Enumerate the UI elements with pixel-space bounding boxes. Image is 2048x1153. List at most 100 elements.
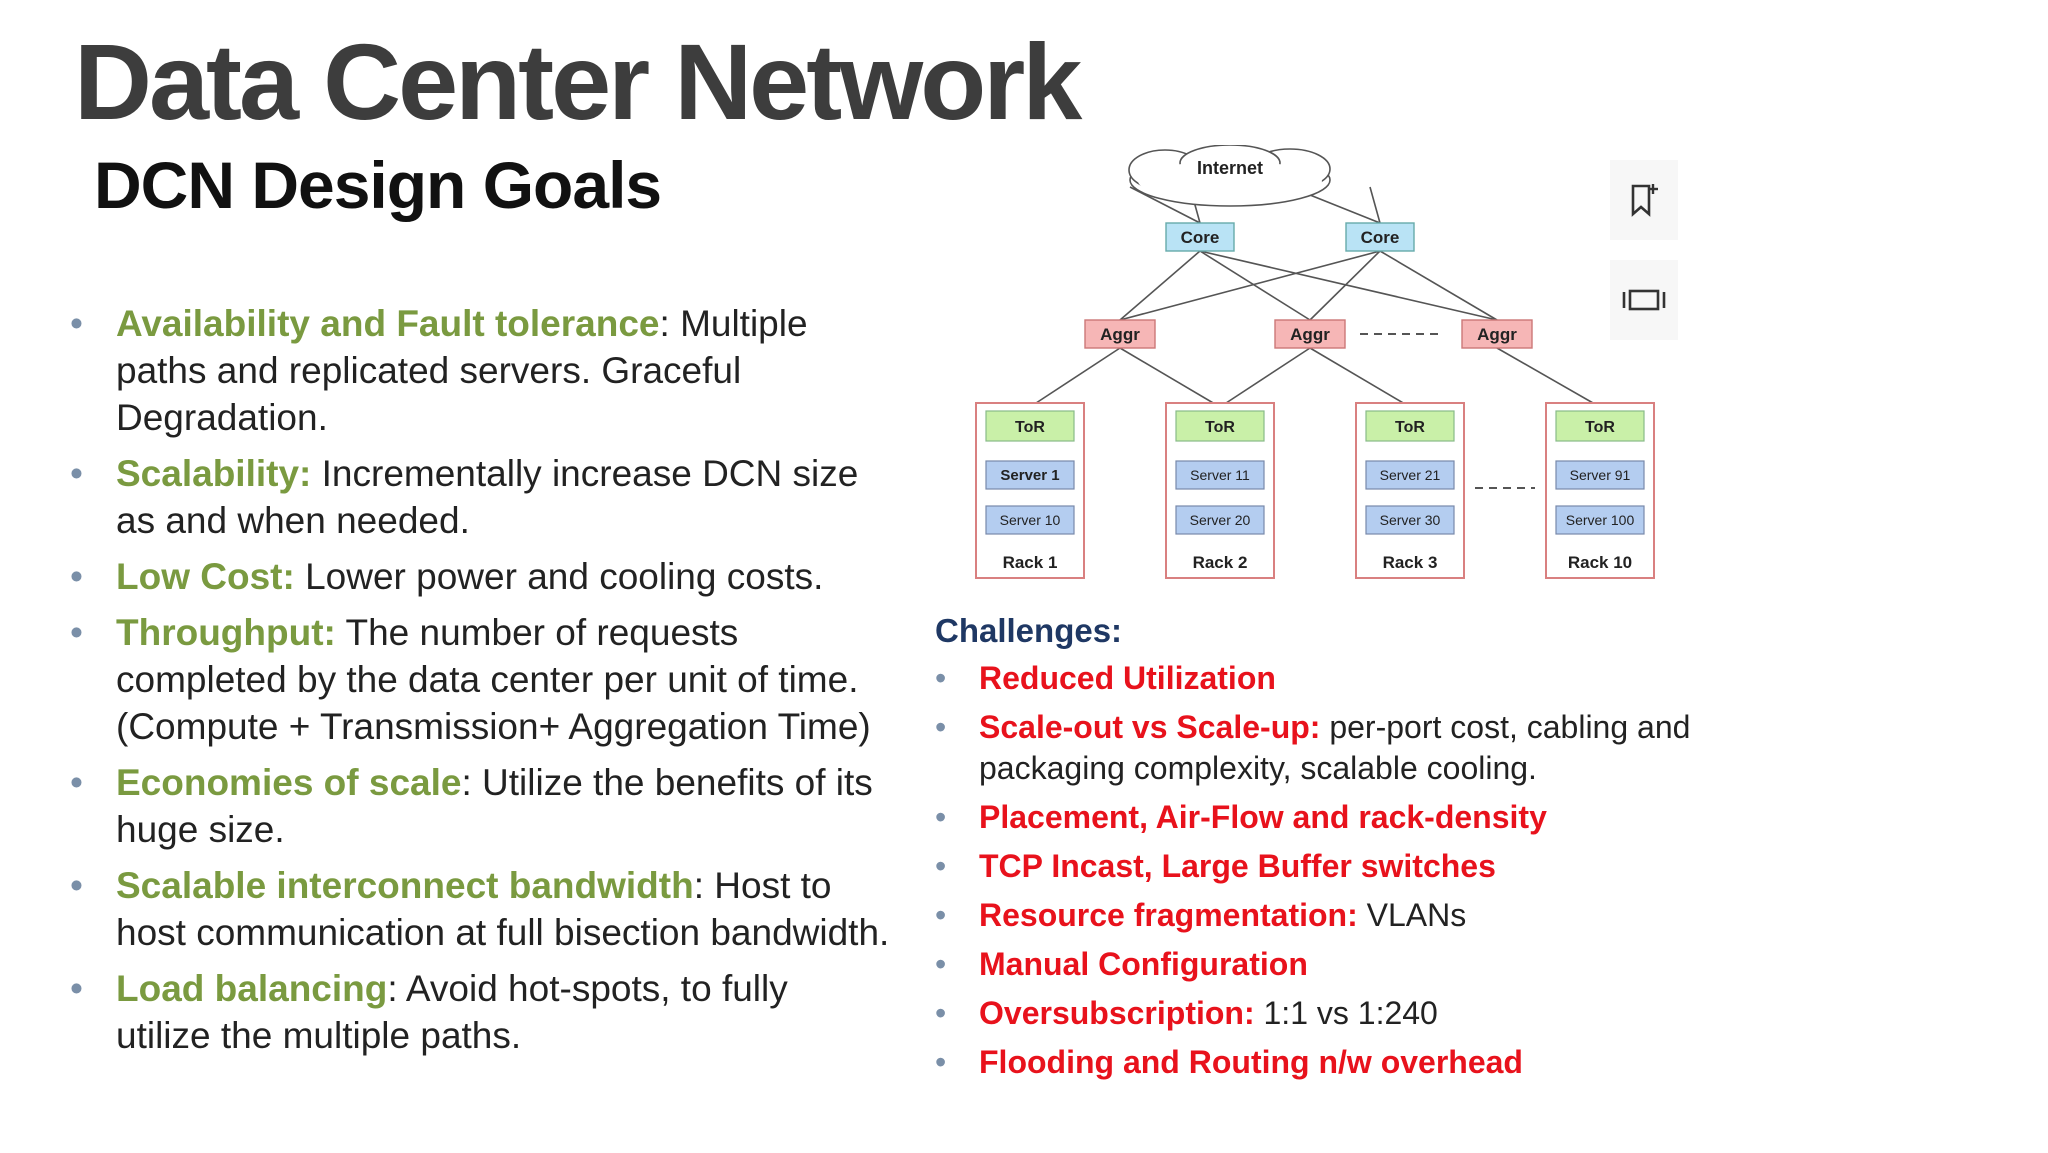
goal-text: Multiple paths and replicated servers. G… (116, 303, 808, 438)
challenge-term: Flooding and Routing n/w overhead (979, 1044, 1523, 1080)
challenges-heading: Challenges: (935, 612, 1123, 649)
goal-item: • Load balancing: Avoid hot-spots, to ful… (70, 965, 890, 1059)
rack-label: Rack 1 (1003, 553, 1058, 572)
goal-term: Load balancing (116, 968, 388, 1009)
tor-label: ToR (1015, 419, 1045, 436)
challenge-term: Reduced Utilization (979, 660, 1276, 696)
bullet: • (935, 1044, 947, 1080)
challenge-item: • Resource fragmentation: VLANs (935, 895, 1695, 936)
core-label: Core (1361, 228, 1400, 247)
tor-label: ToR (1585, 419, 1615, 436)
internet-label: Internet (1197, 158, 1263, 178)
rack: ToR Server 1 Server 10 Rack 1 (975, 402, 1085, 579)
diagram-links (1029, 186, 1601, 408)
challenge-term: Manual Configuration (979, 946, 1308, 982)
bullet: • (935, 995, 947, 1031)
bullet: • (935, 848, 947, 884)
goal-sep: : (387, 968, 406, 1009)
challenge-item: • TCP Incast, Large Buffer switches (935, 846, 1695, 887)
core-switch: Core (1345, 222, 1415, 252)
goal-item: • Throughput: The number of requests comp… (70, 609, 890, 750)
rack: ToR Server 91 Server 100 Rack 10 (1545, 402, 1655, 579)
challenge-text: 1:1 vs 1:240 (1254, 995, 1438, 1031)
aggr-label: Aggr (1100, 325, 1140, 344)
bullet: • (70, 865, 83, 906)
goal-text: Host to host communication at full bisec… (116, 865, 890, 953)
side-panel (1610, 160, 1678, 340)
server-label: Server 30 (1380, 512, 1441, 528)
goal-term: Scalable interconnect bandwidth (116, 865, 694, 906)
challenge-item: • Reduced Utilization (935, 658, 1695, 699)
challenge-text: VLANs (1357, 897, 1467, 933)
goal-sep: : (461, 762, 483, 803)
goal-text: The number of requests completed by the … (116, 612, 871, 747)
goal-sep: : (659, 303, 681, 344)
goal-item: • Low Cost: Lower power and cooling costs… (70, 553, 890, 600)
bullet: • (70, 556, 83, 597)
aggr-label: Aggr (1290, 325, 1330, 344)
bullet: • (935, 660, 947, 696)
bullet: • (935, 799, 947, 835)
goal-text: Incrementally increase DCN size as and w… (116, 453, 859, 541)
aggr-switch: Aggr (1084, 319, 1156, 349)
rack-label: Rack 3 (1383, 553, 1438, 572)
goal-sep (295, 556, 305, 597)
goal-item: • Scalable interconnect bandwidth: Host t… (70, 862, 890, 956)
bullet: • (70, 453, 83, 494)
challenge-item: • Placement, Air-Flow and rack-density (935, 797, 1695, 838)
tor-label: ToR (1205, 419, 1235, 436)
bullet: • (70, 612, 83, 653)
rack-label: Rack 10 (1568, 553, 1632, 572)
goal-item: •Availability and Fault tolerance: Multi… (70, 300, 890, 441)
bookmark-add-icon (1631, 184, 1658, 217)
server-label: Server 91 (1570, 467, 1631, 483)
rack-label: Rack 2 (1193, 553, 1248, 572)
carousel-icon (1622, 289, 1666, 311)
challenge-item: • Oversubscription: 1:1 vs 1:240 (935, 993, 1695, 1034)
server-label: Server 20 (1190, 512, 1251, 528)
goal-term: Low Cost: (116, 556, 295, 597)
network-topology-diagram: Internet Core Core Aggr Aggr Aggr ToR Se… (975, 145, 1655, 579)
challenge-term: Resource fragmentation: (979, 897, 1358, 933)
carousel-button[interactable] (1610, 260, 1678, 340)
server-label: Server 10 (1000, 512, 1061, 528)
goal-sep: : (693, 865, 715, 906)
rack: ToR Server 21 Server 30 Rack 3 (1355, 402, 1465, 579)
core-switch: Core (1165, 222, 1235, 252)
goal-text: Lower power and cooling costs. (305, 556, 824, 597)
goal-sep (311, 453, 321, 494)
goal-term: Economies of scale (116, 762, 462, 803)
bookmark-add-button[interactable] (1610, 160, 1678, 240)
challenge-term: Scale-out vs Scale-up: (979, 709, 1321, 745)
challenge-term: TCP Incast, Large Buffer switches (979, 848, 1496, 884)
challenge-item: • Manual Configuration (935, 944, 1695, 985)
aggr-label: Aggr (1477, 325, 1517, 344)
server-label: Server 1 (1000, 467, 1059, 484)
challenge-term: Oversubscription: (979, 995, 1255, 1031)
tor-label: ToR (1395, 419, 1425, 436)
bullet: • (935, 897, 947, 933)
challenge-text: per-port cost, cabling and packaging com… (979, 709, 1691, 786)
bullet: • (70, 968, 83, 1009)
core-label: Core (1181, 228, 1220, 247)
goal-term: Throughput: (116, 612, 336, 653)
goal-item: • Economies of scale: Utilize the benefit… (70, 759, 890, 853)
bullet: • (70, 762, 83, 803)
challenge-term: Placement, Air-Flow and rack-density (979, 799, 1547, 835)
slide-subtitle: DCN Design Goals (94, 148, 662, 222)
goal-item: •Scalability: Incrementally increase DCN… (70, 450, 890, 544)
rack: ToR Server 11 Server 20 Rack 2 (1165, 402, 1275, 579)
server-label: Server 21 (1380, 467, 1441, 483)
aggr-switch: Aggr (1461, 319, 1533, 349)
bullet: • (70, 303, 83, 344)
goal-text: Utilize the benefits of its huge size. (116, 762, 873, 850)
goal-text: Avoid hot-spots, to fully utilize the mu… (116, 968, 788, 1056)
server-label: Server 100 (1566, 512, 1635, 528)
challenge-item: • Flooding and Routing n/w overhead (935, 1042, 1695, 1083)
challenge-item: • Scale-out vs Scale-up: per-port cost, c… (935, 707, 1695, 789)
bullet: • (935, 946, 947, 982)
internet-cloud: Internet (1128, 145, 1331, 207)
aggr-switch: Aggr (1274, 319, 1346, 349)
bullet: • (935, 709, 947, 745)
design-goals-list: •Availability and Fault tolerance: Multi… (70, 300, 890, 1068)
